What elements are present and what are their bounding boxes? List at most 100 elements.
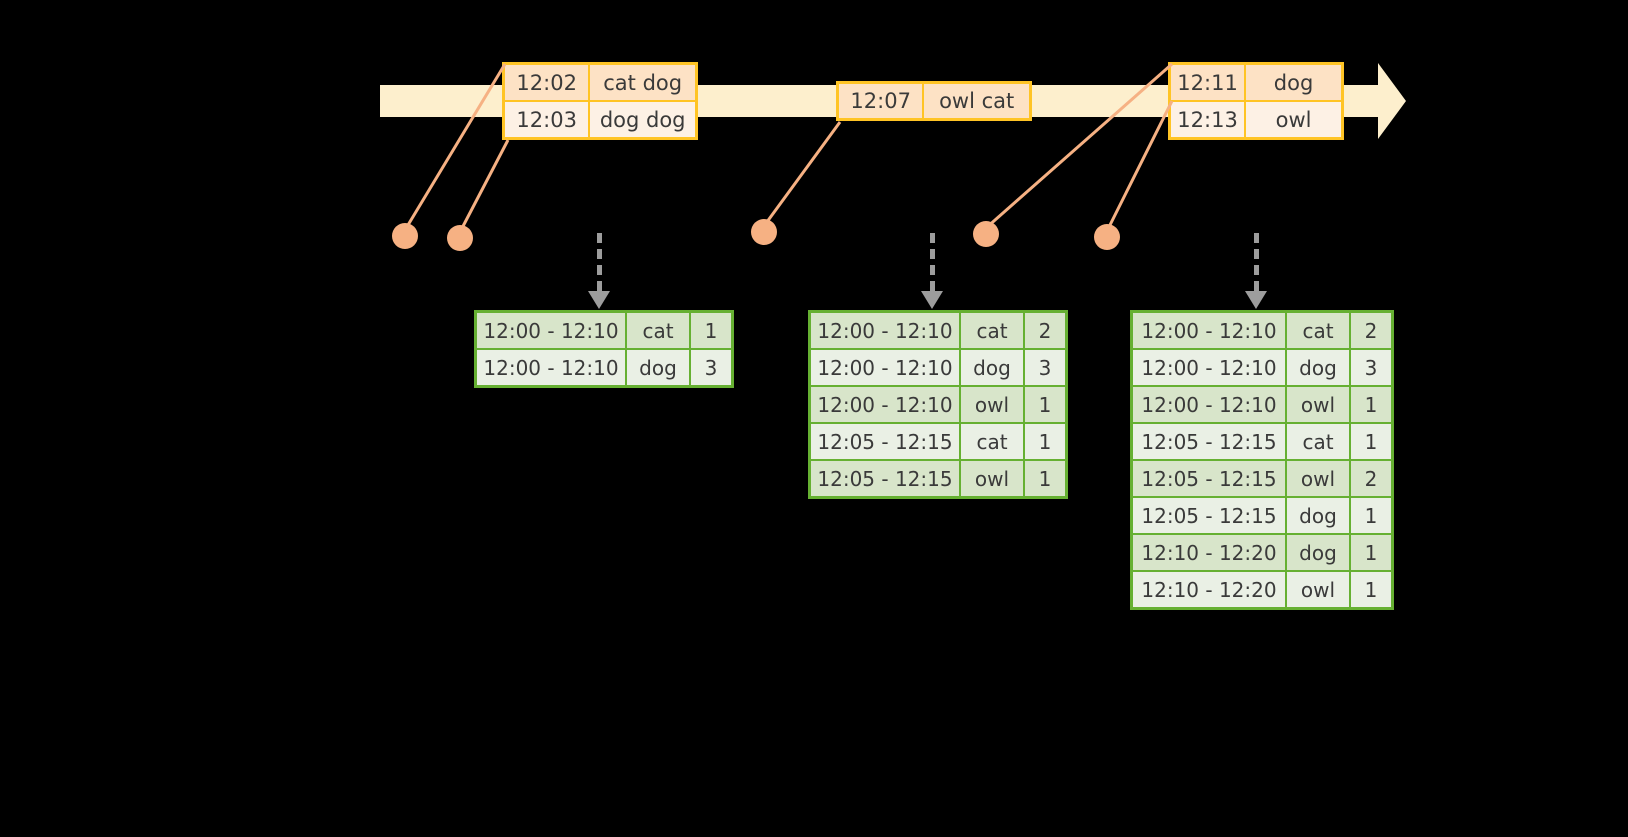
window-cell: 12:05 - 12:15 bbox=[1133, 461, 1285, 496]
event-words: cat dog bbox=[590, 65, 695, 100]
arrow-stem bbox=[1254, 233, 1259, 291]
connector-line-2 bbox=[458, 139, 510, 233]
count-cell: 3 bbox=[1351, 350, 1391, 385]
window-cell: 12:00 - 12:10 bbox=[1133, 313, 1285, 348]
timeline-arrow-stem bbox=[1340, 85, 1384, 117]
window-cell: 12:05 - 12:15 bbox=[811, 424, 959, 459]
timeline-event-row: 12:11 dog bbox=[1171, 65, 1341, 100]
word-cell: owl bbox=[1287, 387, 1349, 422]
timeline-event-box-3: 12:11 dog 12:13 owl bbox=[1168, 62, 1344, 140]
connector-dot-5 bbox=[1094, 224, 1120, 250]
event-time: 12:11 bbox=[1171, 65, 1245, 100]
event-words: owl bbox=[1246, 102, 1341, 137]
word-cell: owl bbox=[961, 387, 1023, 422]
event-time: 12:07 bbox=[839, 84, 923, 118]
event-words: owl cat bbox=[924, 84, 1029, 118]
down-arrow-2 bbox=[921, 233, 943, 309]
window-cell: 12:00 - 12:10 bbox=[1133, 350, 1285, 385]
count-cell: 1 bbox=[1351, 535, 1391, 570]
count-cell: 1 bbox=[1025, 387, 1065, 422]
timeline-event-row: 12:03 dog dog bbox=[505, 102, 695, 137]
window-cell: 12:00 - 12:10 bbox=[477, 313, 625, 348]
window-cell: 12:00 - 12:10 bbox=[477, 350, 625, 385]
window-cell: 12:05 - 12:15 bbox=[1133, 498, 1285, 533]
down-arrow-3 bbox=[1245, 233, 1267, 309]
event-time: 12:02 bbox=[505, 65, 589, 100]
timeline-event-box-1: 12:02 cat dog 12:03 dog dog bbox=[502, 62, 698, 140]
event-words: dog dog bbox=[590, 102, 695, 137]
word-cell: cat bbox=[961, 313, 1023, 348]
arrow-head-icon bbox=[588, 291, 610, 309]
timeline-arrowhead-icon bbox=[1378, 63, 1406, 139]
window-cell: 12:00 - 12:10 bbox=[1133, 387, 1285, 422]
count-cell: 1 bbox=[1025, 424, 1065, 459]
count-cell: 1 bbox=[1025, 461, 1065, 496]
word-cell: dog bbox=[961, 350, 1023, 385]
event-time: 12:03 bbox=[505, 102, 589, 137]
window-cell: 12:05 - 12:15 bbox=[1133, 424, 1285, 459]
count-cell: 1 bbox=[1351, 387, 1391, 422]
word-cell: cat bbox=[1287, 424, 1349, 459]
arrow-stem bbox=[597, 233, 602, 291]
count-cell: 3 bbox=[1025, 350, 1065, 385]
timeline-event-box-2: 12:07 owl cat bbox=[836, 81, 1032, 121]
word-cell: cat bbox=[1287, 313, 1349, 348]
count-cell: 1 bbox=[1351, 498, 1391, 533]
count-cell: 2 bbox=[1025, 313, 1065, 348]
timeline-event-row: 12:13 owl bbox=[1171, 102, 1341, 137]
timeline-event-row: 12:02 cat dog bbox=[505, 65, 695, 100]
event-time: 12:13 bbox=[1171, 102, 1245, 137]
connector-dot-2 bbox=[447, 225, 473, 251]
window-cell: 12:00 - 12:10 bbox=[811, 350, 959, 385]
word-cell: dog bbox=[627, 350, 689, 385]
count-cell: 1 bbox=[1351, 572, 1391, 607]
word-cell: dog bbox=[1287, 535, 1349, 570]
connector-line-5 bbox=[1105, 100, 1174, 232]
arrow-head-icon bbox=[1245, 291, 1267, 309]
word-cell: dog bbox=[1287, 350, 1349, 385]
event-words: dog bbox=[1246, 65, 1341, 100]
connector-line-3 bbox=[762, 121, 842, 227]
count-cell: 2 bbox=[1351, 461, 1391, 496]
window-cell: 12:05 - 12:15 bbox=[811, 461, 959, 496]
connector-dot-4 bbox=[973, 221, 999, 247]
down-arrow-1 bbox=[588, 233, 610, 309]
count-cell: 2 bbox=[1351, 313, 1391, 348]
word-cell: owl bbox=[961, 461, 1023, 496]
count-cell: 3 bbox=[691, 350, 731, 385]
arrow-head-icon bbox=[921, 291, 943, 309]
window-cell: 12:00 - 12:10 bbox=[811, 313, 959, 348]
word-cell: owl bbox=[1287, 461, 1349, 496]
arrow-stem bbox=[930, 233, 935, 291]
connector-dot-3 bbox=[751, 219, 777, 245]
window-cell: 12:00 - 12:10 bbox=[811, 387, 959, 422]
word-cell: dog bbox=[1287, 498, 1349, 533]
word-cell: owl bbox=[1287, 572, 1349, 607]
window-cell: 12:10 - 12:20 bbox=[1133, 572, 1285, 607]
connector-dot-1 bbox=[392, 223, 418, 249]
word-cell: cat bbox=[627, 313, 689, 348]
window-cell: 12:10 - 12:20 bbox=[1133, 535, 1285, 570]
timeline-event-row: 12:07 owl cat bbox=[839, 84, 1029, 118]
count-cell: 1 bbox=[691, 313, 731, 348]
word-cell: cat bbox=[961, 424, 1023, 459]
